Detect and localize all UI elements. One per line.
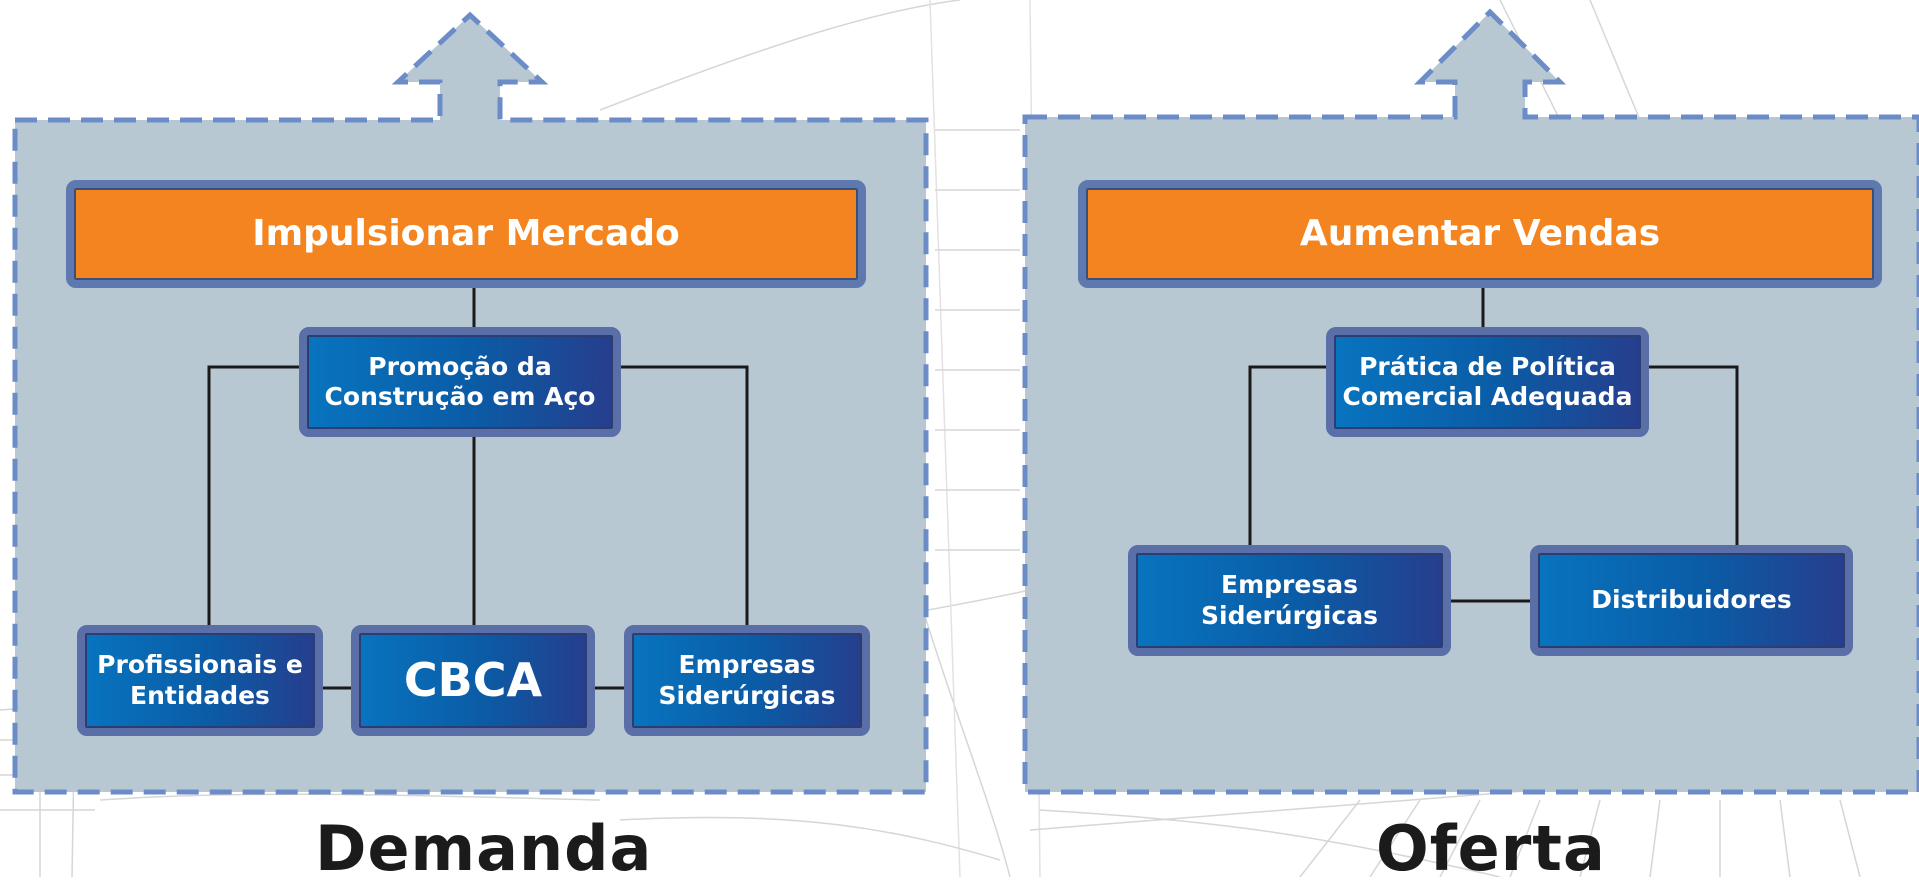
supply-section-label: Oferta	[1376, 812, 1606, 885]
supply-connector-hub-right	[1645, 365, 1739, 548]
supply-hub-label: Prática de Política Comercial Adequada	[1342, 351, 1633, 412]
demand-node-cbca-label: CBCA	[403, 653, 543, 708]
demand-title-box: Impulsionar Mercado	[66, 180, 866, 288]
demand-node-cbca: CBCA	[351, 625, 595, 736]
supply-title-box: Aumentar Vendas	[1078, 180, 1882, 288]
demand-node-professionals-label: Profissionais e Entidades	[97, 650, 303, 710]
supply-title: Aumentar Vendas	[1299, 213, 1661, 255]
demand-node-steel-companies: Empresas Siderúrgicas	[624, 625, 870, 736]
demand-node-professionals: Profissionais e Entidades	[77, 625, 323, 736]
demand-connector-hub-right	[618, 365, 749, 626]
demand-hub-label: Promoção da Construção em Aço	[324, 351, 596, 412]
supply-node-steel-companies: Empresas Siderúrgicas	[1128, 545, 1451, 656]
demand-connector-hub-left	[207, 365, 303, 626]
demand-node-steel-companies-label: Empresas Siderúrgicas	[658, 650, 836, 710]
supply-hub-box: Prática de Política Comercial Adequada	[1326, 327, 1649, 437]
demand-hub-box: Promoção da Construção em Aço	[299, 327, 621, 437]
demand-section-label: Demanda	[315, 812, 653, 885]
supply-node-steel-companies-label: Empresas Siderúrgicas	[1201, 570, 1378, 630]
supply-node-distributors-label: Distribuidores	[1591, 585, 1792, 615]
supply-node-distributors: Distribuidores	[1530, 545, 1853, 656]
supply-connector-hub-left	[1248, 365, 1330, 548]
demand-title: Impulsionar Mercado	[252, 213, 680, 255]
